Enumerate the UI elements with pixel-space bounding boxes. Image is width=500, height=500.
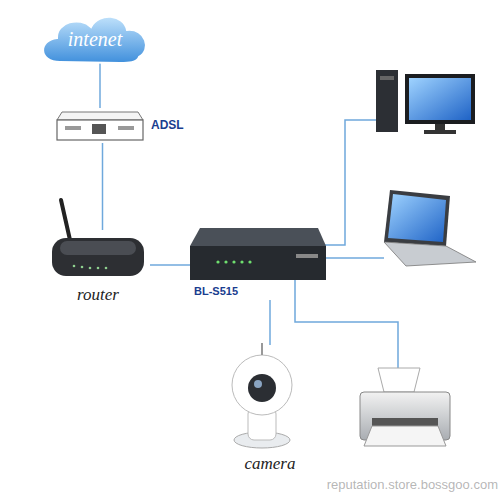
laptop-base — [384, 242, 476, 266]
printer-paper — [378, 368, 420, 392]
router-led — [89, 267, 92, 270]
ip-camera: camera — [220, 345, 320, 475]
watermark: reputation.store.bossgoo.com — [262, 478, 498, 492]
camera-lens-glint — [254, 380, 262, 388]
computer-drive — [380, 76, 394, 80]
router-body — [52, 238, 144, 276]
router: router — [50, 230, 150, 310]
switch-led — [232, 260, 235, 263]
modem-port — [65, 126, 81, 130]
modem-top — [57, 112, 143, 120]
monitor-frame — [405, 74, 475, 124]
router-led — [81, 266, 84, 269]
network-cable — [99, 63, 101, 108]
network-cable — [325, 120, 376, 245]
switch-led — [248, 260, 251, 263]
network-cable — [150, 264, 190, 266]
computer-tower — [376, 70, 398, 132]
router-top — [60, 241, 136, 255]
monitor-screen — [409, 78, 471, 120]
switch-led — [216, 260, 219, 263]
router-led — [105, 267, 108, 270]
network-cable — [325, 257, 384, 259]
device-label: ADSL — [151, 119, 195, 132]
network-switch: BL-S515 — [190, 225, 325, 300]
router-antenna — [61, 200, 70, 240]
network-cable — [295, 280, 398, 368]
printer-tray — [372, 418, 438, 426]
router-led — [97, 267, 100, 270]
internet-cloud — [43, 17, 146, 63]
monitor-stand — [435, 124, 445, 130]
laptop-screen — [388, 194, 446, 242]
network-cable — [269, 300, 271, 345]
device-label: camera — [220, 455, 320, 474]
modem-port — [118, 126, 134, 130]
printer-output — [364, 426, 446, 446]
switch-top — [190, 228, 326, 246]
camera-head — [232, 355, 292, 415]
switch-logo-plate — [296, 254, 318, 258]
switch-led — [224, 260, 227, 263]
switch-led — [240, 260, 243, 263]
connector-layer — [100, 63, 398, 368]
device-label: intenet — [45, 28, 145, 50]
network-cable — [102, 143, 104, 230]
camera-lens — [248, 374, 276, 402]
modem-port — [92, 124, 106, 134]
internet-cloud: intenet — [45, 18, 145, 63]
device-label: BL-S515 — [194, 285, 264, 297]
monitor-base — [424, 130, 456, 134]
laptop-lid — [384, 190, 450, 246]
router-led — [73, 265, 76, 268]
device-label: router — [50, 286, 146, 305]
camera-antenna — [261, 343, 263, 355]
switch-body — [190, 246, 326, 280]
modem-body — [57, 120, 143, 140]
adsl-modem: ADSL — [55, 108, 195, 143]
